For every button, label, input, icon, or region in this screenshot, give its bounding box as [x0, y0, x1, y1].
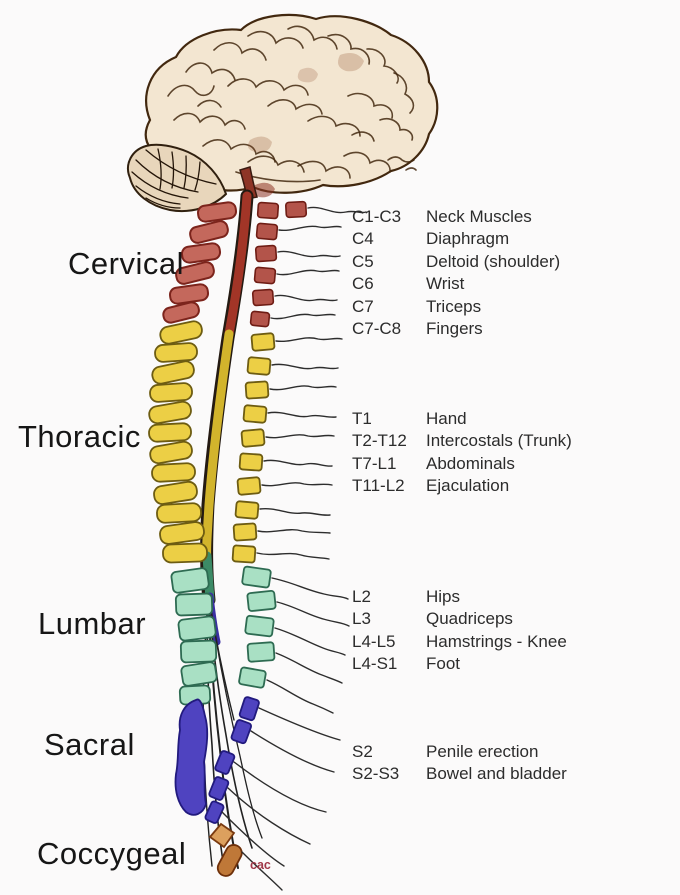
table-row: T1 Hand [352, 408, 672, 430]
nerve-function: Hand [426, 409, 467, 428]
nerve-table-lumbar: L2 Hips L3 Quadriceps L4-L5 Hamstrings -… [352, 586, 672, 676]
nerve-lines-sacral [221, 707, 341, 891]
nerve-function: Neck Muscles [426, 207, 532, 226]
nerve-table-thoracic: T1 Hand T2-T12 Intercostals (Trunk) T7-L… [352, 408, 672, 498]
nerve-function: Quadriceps [426, 609, 513, 629]
cerebellum [127, 143, 228, 212]
nerve-level: L4-S1 [352, 654, 398, 674]
table-row: C5 Deltoid (shoulder) [352, 251, 672, 273]
table-row: C7 Triceps [352, 296, 672, 318]
nerve-level: L4-L5 [352, 631, 396, 651]
region-label-lumbar: Lumbar [38, 606, 147, 641]
nerve-function: Hips [426, 587, 461, 606]
cord-thoracic-segment [202, 329, 234, 565]
nerve-level: C1-C3 [352, 207, 402, 226]
nerve-level: C7 [352, 296, 374, 316]
cord-cervical-segment [224, 191, 252, 339]
brainstem [239, 166, 258, 200]
nerve-function: Intercostals (Trunk) [426, 431, 572, 451]
nerve-level: C4 [352, 229, 374, 249]
nerve-function: Diaphragm [426, 229, 510, 249]
nerve-level: S2 [352, 742, 373, 761]
table-row: L2 Hips [352, 586, 672, 608]
nerve-level: L2 [352, 587, 371, 606]
table-row: L4-L5 Hamstrings - Knee [352, 631, 672, 653]
nerve-lines-thoracic [256, 337, 343, 560]
nerve-level: S2-S3 [352, 764, 400, 784]
spinal-cord [200, 189, 254, 646]
table-row: S2 Penile erection [352, 741, 672, 763]
nerve-function: Triceps [426, 296, 482, 316]
nerve-roots-thoracic [231, 332, 276, 564]
nerve-level: C6 [352, 274, 374, 294]
nerve-lines-cervical [270, 206, 367, 320]
nerve-table-sacral: S2 Penile erection S2-S3 Bowel and bladd… [352, 741, 672, 786]
region-label-sacral: Sacral [44, 727, 135, 762]
nerve-level: T2-T12 [352, 431, 407, 451]
table-row: L4-S1 Foot [352, 653, 672, 675]
table-row: C6 Wrist [352, 273, 672, 295]
nerve-lines-lumbar [266, 577, 350, 714]
vertebrae-lumbar [170, 567, 218, 706]
table-row: C1-C3 Neck Muscles [352, 206, 672, 228]
sacrum-shape [174, 698, 209, 816]
table-row: C7-C8 Fingers [352, 318, 672, 340]
nerve-function: Wrist [426, 274, 465, 294]
nerve-level: T11-L2 [352, 476, 405, 496]
vertebrae-cervical [162, 201, 238, 324]
nerve-table-cervical: C1-C3 Neck Muscles C4 Diaphragm C5 Delto… [352, 206, 672, 340]
nerve-function: Deltoid (shoulder) [426, 251, 561, 271]
coccyx-annotation: cac [250, 858, 271, 872]
nerve-roots-lumbar [238, 565, 277, 689]
nerve-function: Ejaculation [426, 476, 510, 496]
nerve-level: T7-L1 [352, 453, 397, 473]
coccyx-shape [208, 822, 243, 877]
region-label-thoracic: Thoracic [18, 419, 141, 454]
nerve-roots-cervical [249, 200, 308, 328]
nerve-level: L3 [352, 609, 371, 629]
brain-illustration [127, 13, 439, 212]
nerve-function: Abdominals [426, 453, 515, 473]
nerve-function: Penile erection [426, 742, 539, 761]
region-label-coccygeal: Coccygeal [37, 836, 187, 871]
nerve-level: C5 [352, 251, 374, 271]
table-row: T7-L1 Abdominals [352, 453, 672, 475]
region-label-cervical: Cervical [68, 246, 184, 281]
nerve-level: C7-C8 [352, 319, 402, 339]
table-row: C4 Diaphragm [352, 228, 672, 250]
nerve-function: Fingers [426, 319, 483, 339]
nerve-function: Hamstrings - Knee [426, 631, 567, 651]
nerve-roots-sacral [204, 696, 260, 824]
table-row: S2-S3 Bowel and bladder [352, 763, 672, 785]
table-row: T2-T12 Intercostals (Trunk) [352, 430, 672, 452]
table-row: T11-L2 Ejaculation [352, 475, 672, 497]
table-row: L3 Quadriceps [352, 608, 672, 630]
nerve-function: Bowel and bladder [426, 764, 567, 784]
nerve-function: Foot [426, 654, 461, 674]
vertebrae-thoracic [148, 320, 208, 564]
nerve-level: T1 [352, 409, 372, 428]
